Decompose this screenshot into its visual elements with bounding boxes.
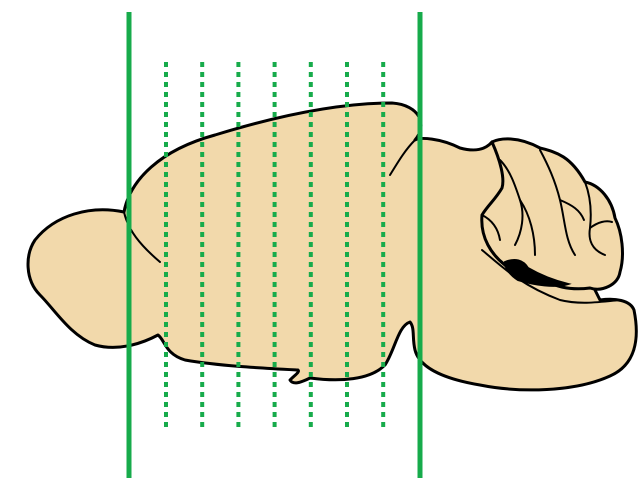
cerebellum-fold xyxy=(519,199,536,256)
cortex-boundary xyxy=(123,211,161,263)
cerebellum xyxy=(480,137,624,291)
brainstem-boundary xyxy=(481,249,621,304)
cortex-boundary xyxy=(389,139,416,176)
cerebellum-fold xyxy=(589,220,613,229)
cerebellum-fold xyxy=(559,199,585,221)
cut-lines xyxy=(126,12,423,478)
section-lines xyxy=(164,62,386,432)
cerebellum-fold xyxy=(481,214,501,241)
